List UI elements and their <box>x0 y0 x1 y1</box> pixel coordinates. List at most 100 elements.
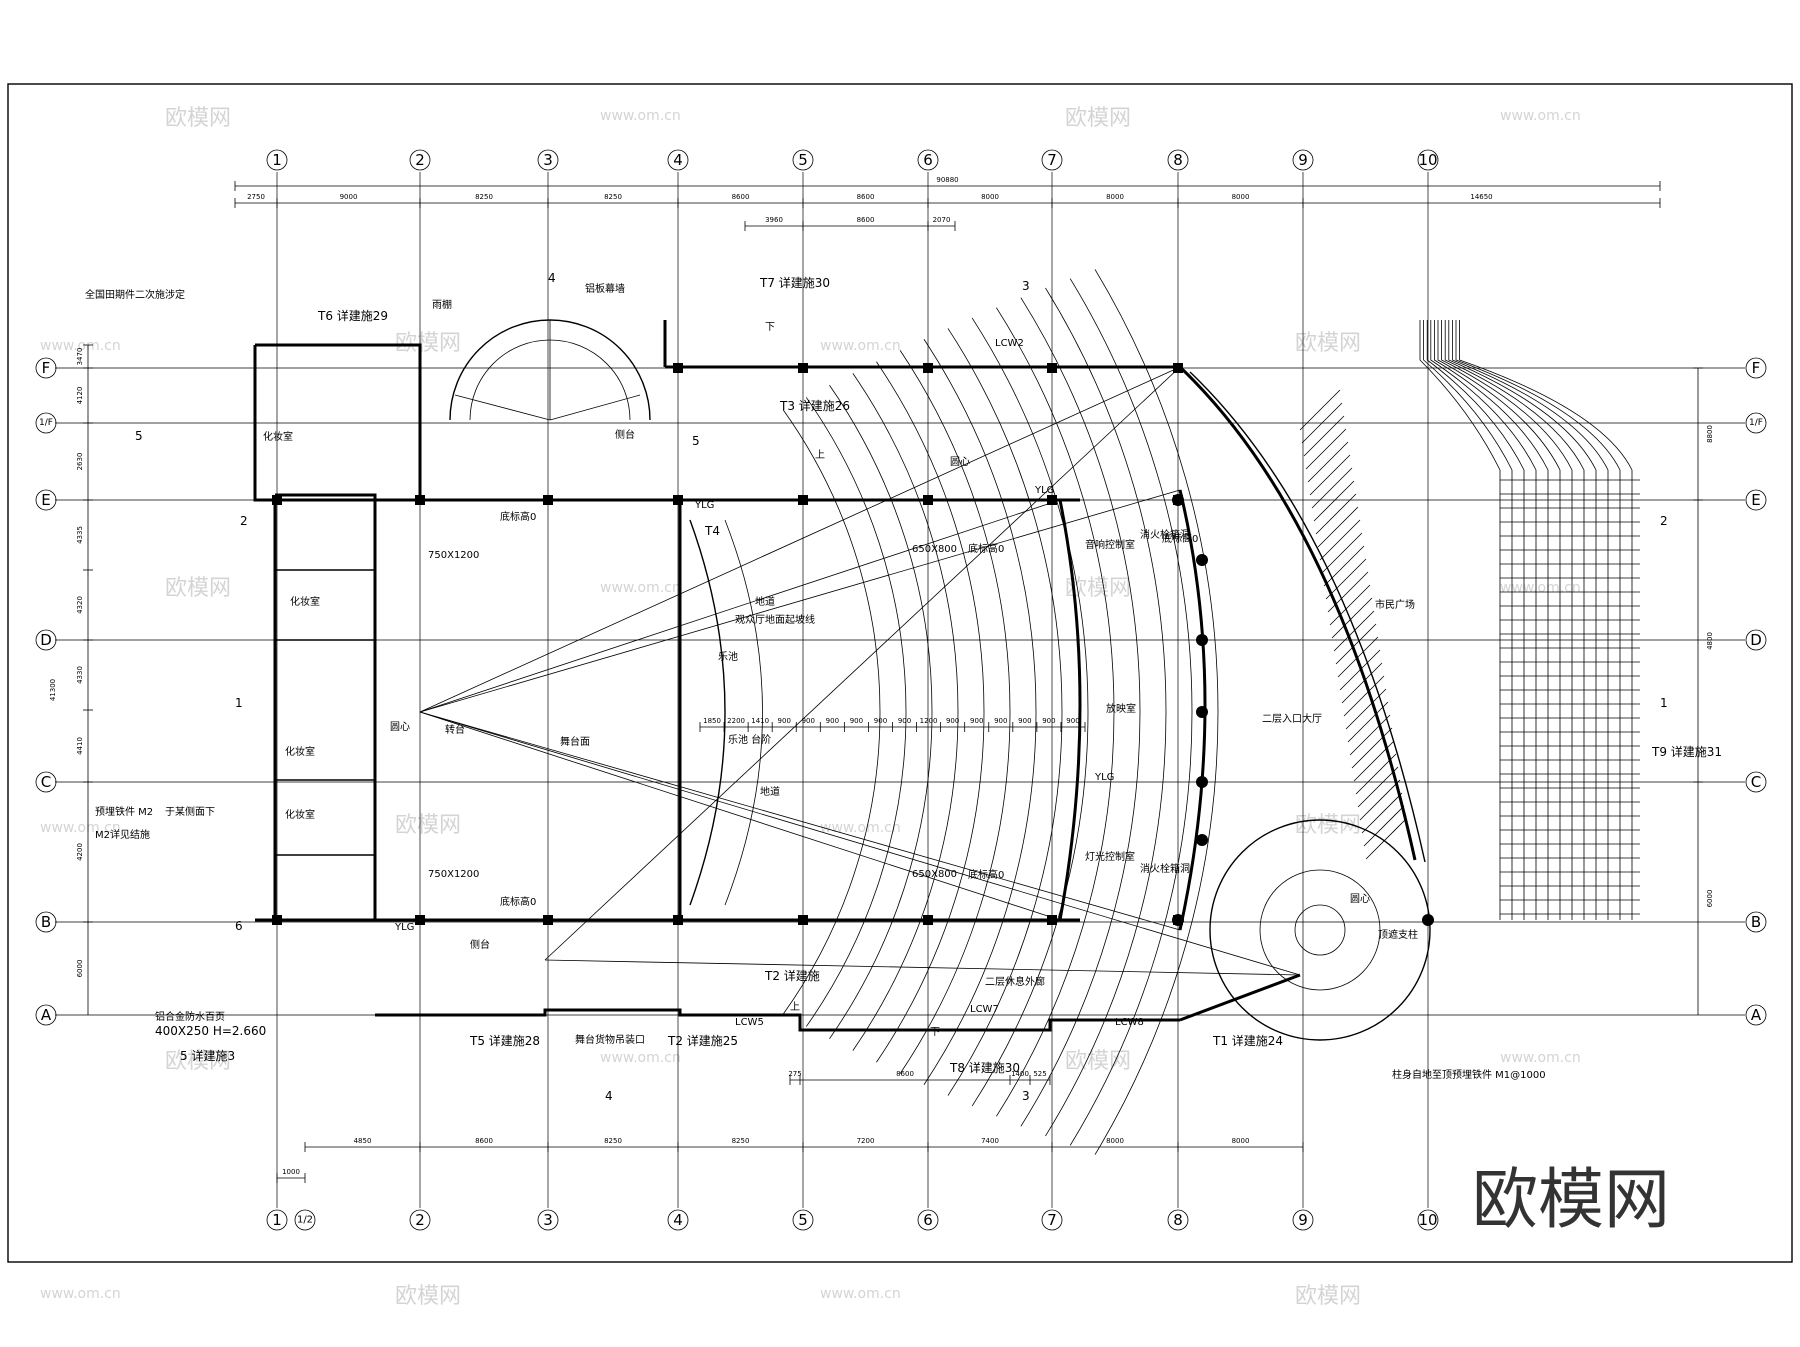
ylg-4: YLG <box>394 922 414 933</box>
label-t5: T5 详建施28 <box>469 1033 540 1048</box>
dim-seat-text: 900 <box>802 717 815 725</box>
dim-left-text: 6000 <box>76 960 84 978</box>
axis-label-row: B <box>1751 913 1761 931</box>
round-column <box>1196 706 1208 718</box>
label-control-room: 音响控制室 <box>1085 538 1135 551</box>
spiral-stair-core <box>1294 904 1346 956</box>
label-lcw2: LCW2 <box>995 338 1024 349</box>
label-t4: T4 <box>704 524 720 538</box>
label-embed-m1: 柱身自地至顶预埋铁件 M1@1000 <box>1392 1068 1546 1081</box>
label-t9: T9 详建施31 <box>1651 744 1722 759</box>
axis-label-col: 6 <box>923 1211 933 1229</box>
hatch-line <box>1345 688 1387 730</box>
dim-seat-text: 900 <box>946 717 959 725</box>
axis-label-col: 2 <box>415 151 425 169</box>
down-1: 下 <box>765 322 775 333</box>
column <box>1173 363 1183 373</box>
dim-left-text: 2630 <box>76 453 84 471</box>
axis-bubble-col <box>792 149 814 171</box>
dim-left-text: 4330 <box>76 666 84 684</box>
axis-bubble-col <box>1292 149 1314 171</box>
plaza-step-band <box>1444 320 1585 920</box>
hatch-line <box>1335 623 1377 665</box>
plaza-step-band <box>1441 320 1573 920</box>
dim-left-text: 4410 <box>76 737 84 755</box>
axis-bubble-col <box>266 149 288 171</box>
dim-seat-text: 900 <box>850 717 863 725</box>
east-curved-facade <box>1178 365 1417 861</box>
dim-right-text: 6000 <box>1706 890 1714 908</box>
dim-bottom-start-text: 1000 <box>282 1168 300 1176</box>
column <box>1047 915 1057 925</box>
seating-row <box>899 350 1011 1074</box>
label-projection: 放映室 <box>1106 702 1136 715</box>
label-t3: T3 详建施26 <box>779 398 850 413</box>
label-ground-line-5: 底标高0 <box>1162 532 1198 545</box>
label-hydrant-1: 消火栓箱洞 <box>1140 528 1190 541</box>
label-ground-line-3: 底标高0 <box>968 542 1004 555</box>
dim-bottom-text: 8000 <box>1106 1137 1124 1145</box>
watermark-brand: 欧模网 <box>165 576 231 601</box>
dim-left-text: 4320 <box>76 596 84 614</box>
sight-line <box>419 489 1181 713</box>
axis-label-row: C <box>41 773 51 791</box>
dim-left-total: 41300 <box>49 679 57 701</box>
sight-line <box>544 366 1181 961</box>
label-side-stage-1: 侧台 <box>615 428 635 441</box>
label-ground-channel-2: 地道 <box>760 785 780 798</box>
hatch-line <box>1319 519 1361 561</box>
watermark-brand: 欧模网 <box>1295 1284 1361 1309</box>
hatch-line <box>1331 597 1373 639</box>
dim-seat-text: 900 <box>1066 717 1079 725</box>
seating-row <box>876 361 985 1063</box>
label-window-size-4: 650X800 <box>912 869 957 880</box>
round-column <box>1172 914 1184 926</box>
label-hydrant-2: 消火栓箱洞 <box>1140 862 1190 875</box>
dim-left-text: 3470 <box>76 348 84 366</box>
spiral-stair-outer <box>1209 819 1431 1041</box>
column <box>272 915 282 925</box>
label-t1: T1 详建施24 <box>1212 1033 1283 1048</box>
axis-label-col: 1 <box>272 151 282 169</box>
ylg-2: YLG <box>1094 772 1114 783</box>
axis-bubble-row <box>1745 629 1767 651</box>
axis-bubble-row <box>1745 357 1767 379</box>
label-vent-size: 400X250 H=2.660 <box>155 1024 266 1038</box>
hatch-line <box>1363 805 1405 847</box>
hatch-line <box>1359 779 1401 821</box>
watermark-url: www.om.cn <box>1500 108 1581 124</box>
plaza-step-band <box>1452 320 1609 920</box>
axis-label-col: 8 <box>1173 151 1183 169</box>
axis-bubble-col <box>537 149 559 171</box>
axis-label-col: 2 <box>415 1211 425 1229</box>
dim-bottom-text: 8600 <box>475 1137 493 1145</box>
hatch-line <box>1341 662 1383 704</box>
axis-label-col: 10 <box>1418 1211 1437 1229</box>
column <box>798 495 808 505</box>
label-orchestra-pit: 乐池 <box>718 650 738 663</box>
hatch-line <box>1349 714 1391 756</box>
label-embed-note: 预埋铁件 M2 <box>95 805 153 818</box>
axis-label-row: E <box>41 491 50 509</box>
dim-left-text: 4335 <box>76 526 84 544</box>
plaza-step-band <box>1459 320 1633 920</box>
seating-row <box>947 328 1063 1096</box>
sight-line <box>419 711 1301 976</box>
hatch-line <box>1299 389 1341 431</box>
column <box>543 915 553 925</box>
axis-bubble-col <box>917 1209 939 1231</box>
axis-label-row: 1/F <box>1749 418 1763 428</box>
dim-seat-text: 900 <box>1042 717 1055 725</box>
dim-top-text: 8000 <box>1106 193 1124 201</box>
label-aluminum-wall: 铝板幕墙 <box>585 282 625 295</box>
structural-columns <box>272 363 1434 926</box>
axis-label-row: C <box>1751 773 1761 791</box>
orchestra-pit-inner <box>724 519 763 906</box>
axis-bubble-col <box>667 149 689 171</box>
dim-bottom-text: 8250 <box>604 1137 622 1145</box>
watermark-url: www.om.cn <box>40 1286 121 1302</box>
axis-bubble-col <box>917 149 939 171</box>
dim-bottom-text: 7400 <box>981 1137 999 1145</box>
axis-label-row: D <box>40 631 52 649</box>
axis-bubble-row <box>1745 771 1767 793</box>
